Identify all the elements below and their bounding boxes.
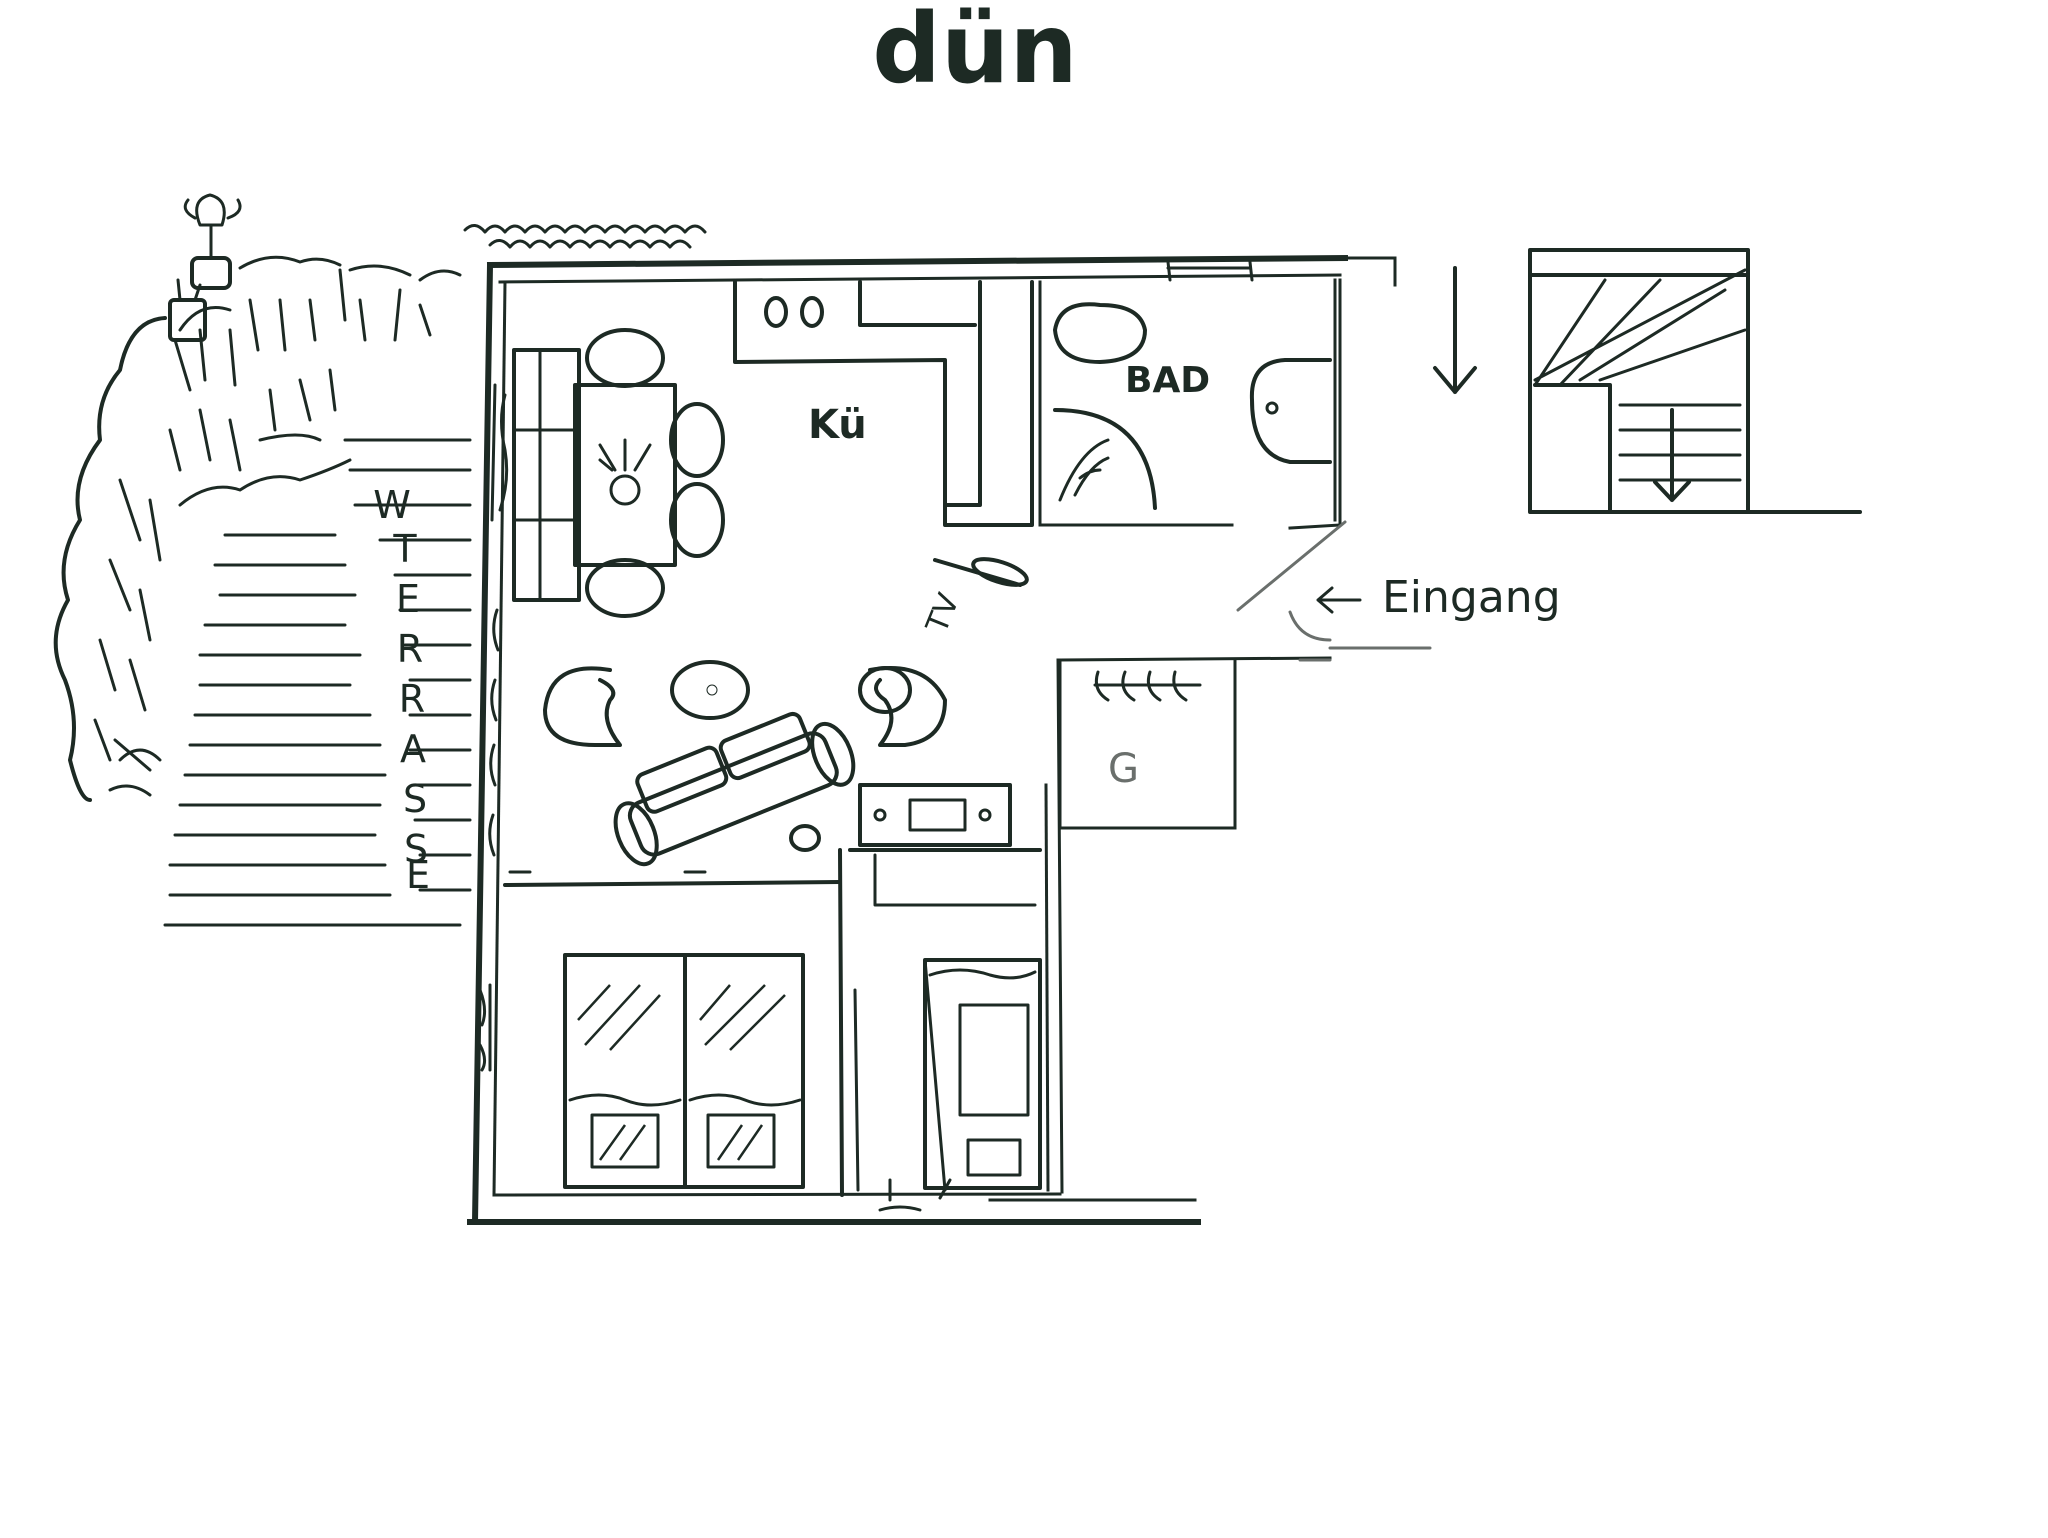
flower-centerpiece [598, 438, 652, 506]
terrace-letter: T [392, 527, 417, 571]
dining-area [512, 328, 725, 618]
stove-burner [764, 296, 788, 328]
entrance-area: G Eingang [1058, 520, 1561, 830]
chair [585, 558, 665, 618]
toilet [1249, 358, 1332, 464]
coat-hangers [1093, 670, 1202, 702]
stove-burner [800, 296, 824, 328]
terrace-letter: E [406, 853, 430, 897]
chair [669, 402, 725, 478]
bathroom-sink [1053, 302, 1147, 364]
single-bed [923, 958, 1042, 1192]
outer-walls [467, 254, 1397, 1226]
tv-stand: TV [919, 557, 1029, 639]
entrance-label: Eingang [1382, 572, 1561, 623]
terrace-letter: R [397, 627, 423, 671]
terrace-letter: S [404, 827, 428, 871]
garden-plants [53, 193, 707, 802]
page-title: dün [872, 0, 1077, 105]
chair [669, 482, 725, 558]
wardrobe-label: G [1108, 746, 1139, 792]
stool [789, 824, 821, 852]
entrance-door [1236, 520, 1347, 612]
tv-label: TV [919, 588, 967, 639]
terrace-letter: E [396, 577, 420, 621]
staircase [1528, 248, 1862, 514]
armchair [868, 666, 947, 747]
plant-pot-icon [168, 193, 242, 342]
chair [585, 328, 665, 388]
sofa [613, 711, 856, 867]
terrace-letter: A [400, 727, 426, 771]
kitchen-area: Kü [733, 280, 1034, 527]
double-wardrobe [563, 953, 805, 1189]
terrace-windows [478, 383, 509, 1072]
terrace-letter: S [403, 777, 427, 821]
arrow-left-icon [1316, 586, 1362, 614]
terrace-area: W T E R R A S S E [163, 438, 472, 927]
lower-rooms [503, 848, 1042, 1212]
arrow-down-icon [1653, 408, 1691, 502]
terrace-letter: R [399, 677, 425, 721]
armchair [543, 666, 622, 747]
kitchen-label: Kü [808, 402, 867, 448]
hall-cabinet [848, 783, 1042, 907]
bathroom-label: BAD [1125, 360, 1210, 401]
arrow-down-icon [1433, 266, 1477, 394]
living-area: TV [543, 557, 1029, 867]
shower [1053, 408, 1157, 510]
bathroom-area: BAD [1038, 260, 1342, 530]
coffee-table [670, 660, 750, 720]
terrace-letter: W [373, 483, 411, 527]
